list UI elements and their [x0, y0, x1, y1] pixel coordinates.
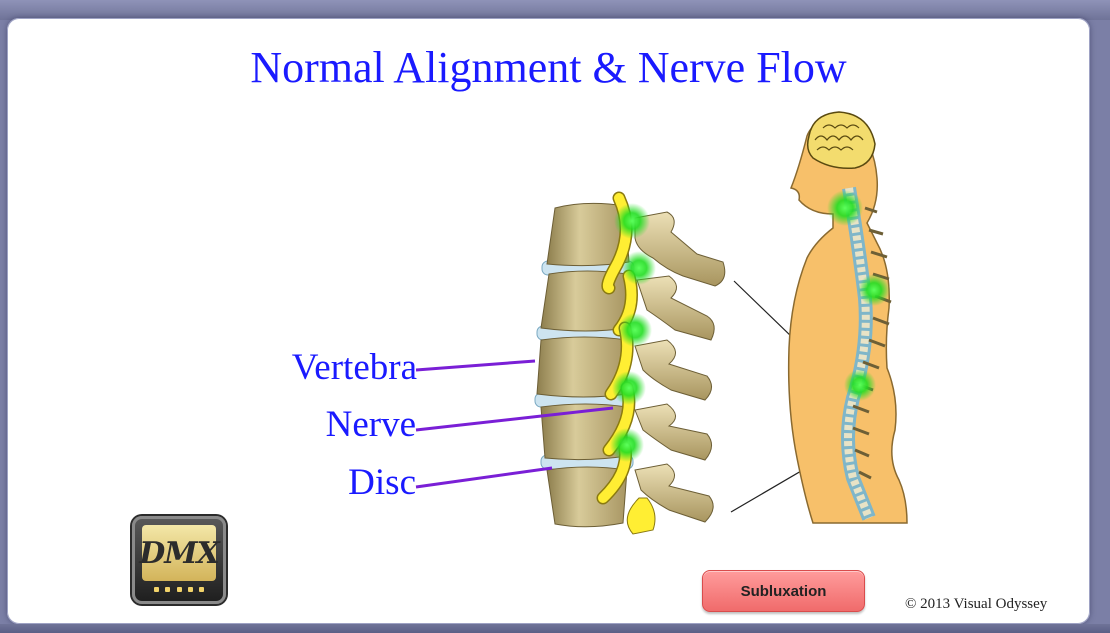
label-nerve: Nerve	[325, 404, 416, 445]
dmx-logo-screen: DMX	[139, 525, 220, 581]
slide-title: Normal Alignment & Nerve Flow	[250, 43, 847, 92]
subluxation-button[interactable]: Subluxation	[702, 570, 865, 612]
vertebral-processes	[634, 211, 726, 523]
label-pointers	[415, 359, 614, 489]
spine-segment	[534, 191, 726, 535]
copyright-text: © 2013 Visual Odyssey	[905, 596, 1048, 612]
spine-illustration	[415, 111, 908, 535]
slide: Normal Alignment & Nerve Flow	[7, 18, 1090, 624]
window-frame-bottom	[0, 624, 1110, 633]
nerve-glows	[610, 203, 656, 462]
body-silhouette	[787, 111, 908, 524]
label-disc: Disc	[348, 462, 416, 503]
dmx-logo[interactable]: DMX	[132, 516, 226, 604]
label-vertebra: Vertebra	[291, 347, 417, 388]
window-frame-top	[0, 0, 1110, 20]
dmx-logo-dots	[154, 587, 204, 595]
brain-icon	[806, 111, 876, 170]
